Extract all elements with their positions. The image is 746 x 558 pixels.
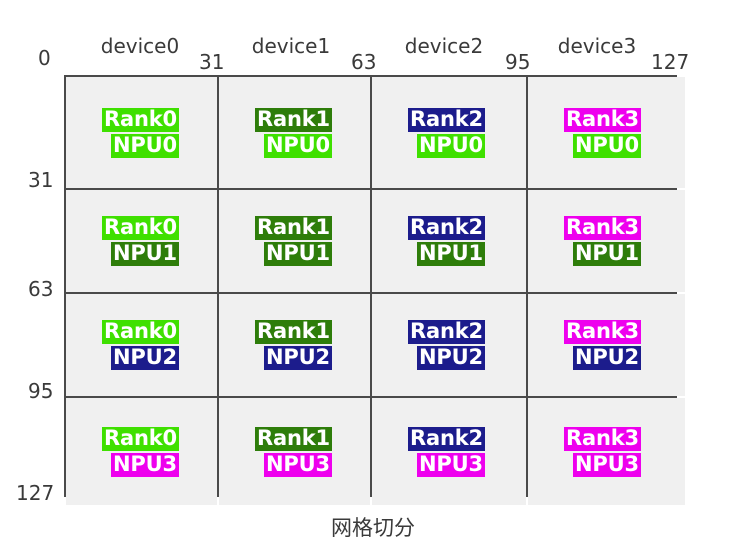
rank-tag: Rank2 <box>408 319 485 344</box>
rank-tag: Rank3 <box>564 106 641 132</box>
cell-labels: Rank0 NPU1 <box>102 216 179 266</box>
npu-tag: NPU2 <box>111 345 179 370</box>
grid-cell-r1c3[interactable]: Rank3 NPU1 <box>528 190 685 292</box>
rank-tag: Rank1 <box>255 106 332 132</box>
npu-tag: NPU2 <box>573 345 641 370</box>
cell-labels: Rank0 NPU3 <box>102 425 179 477</box>
cell-labels: Rank2 NPU2 <box>408 320 485 370</box>
cell-labels: Rank1 NPU1 <box>255 216 332 266</box>
cell-labels: Rank2 NPU0 <box>408 106 485 158</box>
grid-cell-r2c0[interactable]: Rank0 NPU2 <box>66 294 217 396</box>
cell-labels: Rank3 NPU1 <box>564 216 641 266</box>
rank-tag: Rank2 <box>408 215 485 240</box>
rank-tag: Rank3 <box>564 319 641 344</box>
grid-cell-r0c3[interactable]: Rank3 NPU0 <box>528 77 685 188</box>
figure-caption: 网格切分 <box>331 516 415 540</box>
rank-tag: Rank1 <box>255 215 332 240</box>
npu-tag: NPU3 <box>111 451 179 477</box>
column-title-device3: device3 <box>557 34 637 58</box>
x-tick-0: 0 <box>38 46 51 70</box>
x-tick-127: 127 <box>651 50 690 74</box>
cell-labels: Rank3 NPU0 <box>564 106 641 158</box>
npu-tag: NPU0 <box>264 132 332 158</box>
partition-grid: Rank0 NPU0 Rank1 NPU0 Rank2 NPU0 Rank3 N… <box>64 75 685 505</box>
npu-tag: NPU2 <box>264 345 332 370</box>
npu-tag: NPU1 <box>417 241 485 266</box>
npu-tag: NPU0 <box>417 132 485 158</box>
rank-tag: Rank2 <box>408 106 485 132</box>
x-tick-31: 31 <box>199 50 225 74</box>
npu-tag: NPU1 <box>111 241 179 266</box>
grid-cell-r2c3[interactable]: Rank3 NPU2 <box>528 294 685 396</box>
y-tick-127: 127 <box>16 481 55 505</box>
rank-tag: Rank1 <box>255 319 332 344</box>
grid-cell-r1c2[interactable]: Rank2 NPU1 <box>372 190 526 292</box>
column-title-device1: device1 <box>251 34 331 58</box>
column-title-device0: device0 <box>100 34 180 58</box>
cell-labels: Rank2 NPU1 <box>408 216 485 266</box>
y-tick-63: 63 <box>28 277 54 301</box>
grid-cell-r0c1[interactable]: Rank1 NPU0 <box>219 77 370 188</box>
column-title-device2: device2 <box>404 34 484 58</box>
rank-tag: Rank1 <box>255 425 332 451</box>
rank-tag: Rank0 <box>102 106 179 132</box>
x-tick-95: 95 <box>505 50 531 74</box>
grid-cell-r0c0[interactable]: Rank0 NPU0 <box>66 77 217 188</box>
npu-tag: NPU3 <box>417 451 485 477</box>
grid-cell-r2c2[interactable]: Rank2 NPU2 <box>372 294 526 396</box>
rank-tag: Rank2 <box>408 425 485 451</box>
grid-cell-r3c3[interactable]: Rank3 NPU3 <box>528 398 685 505</box>
npu-tag: NPU0 <box>111 132 179 158</box>
cell-labels: Rank1 NPU0 <box>255 106 332 158</box>
rank-tag: Rank3 <box>564 215 641 240</box>
rank-tag: Rank0 <box>102 425 179 451</box>
grid-cell-r3c2[interactable]: Rank2 NPU3 <box>372 398 526 505</box>
grid-cell-r1c0[interactable]: Rank0 NPU1 <box>66 190 217 292</box>
x-tick-63: 63 <box>351 50 377 74</box>
cell-labels: Rank3 NPU2 <box>564 320 641 370</box>
npu-tag: NPU1 <box>573 241 641 266</box>
y-tick-31: 31 <box>28 168 54 192</box>
npu-tag: NPU1 <box>264 241 332 266</box>
cell-labels: Rank3 NPU3 <box>564 425 641 477</box>
rank-tag: Rank0 <box>102 215 179 240</box>
cell-labels: Rank0 NPU0 <box>102 106 179 158</box>
npu-tag: NPU0 <box>573 132 641 158</box>
npu-tag: NPU2 <box>417 345 485 370</box>
cell-labels: Rank1 NPU3 <box>255 425 332 477</box>
grid-cell-r0c2[interactable]: Rank2 NPU0 <box>372 77 526 188</box>
grid-cell-r3c1[interactable]: Rank1 NPU3 <box>219 398 370 505</box>
npu-tag: NPU3 <box>264 451 332 477</box>
rank-tag: Rank3 <box>564 425 641 451</box>
cell-labels: Rank0 NPU2 <box>102 320 179 370</box>
grid-cell-r3c0[interactable]: Rank0 NPU3 <box>66 398 217 505</box>
cell-labels: Rank2 NPU3 <box>408 425 485 477</box>
y-tick-95: 95 <box>28 379 54 403</box>
grid-cell-r2c1[interactable]: Rank1 NPU2 <box>219 294 370 396</box>
rank-tag: Rank0 <box>102 319 179 344</box>
npu-tag: NPU3 <box>573 451 641 477</box>
cell-labels: Rank1 NPU2 <box>255 320 332 370</box>
grid-cell-r1c1[interactable]: Rank1 NPU1 <box>219 190 370 292</box>
